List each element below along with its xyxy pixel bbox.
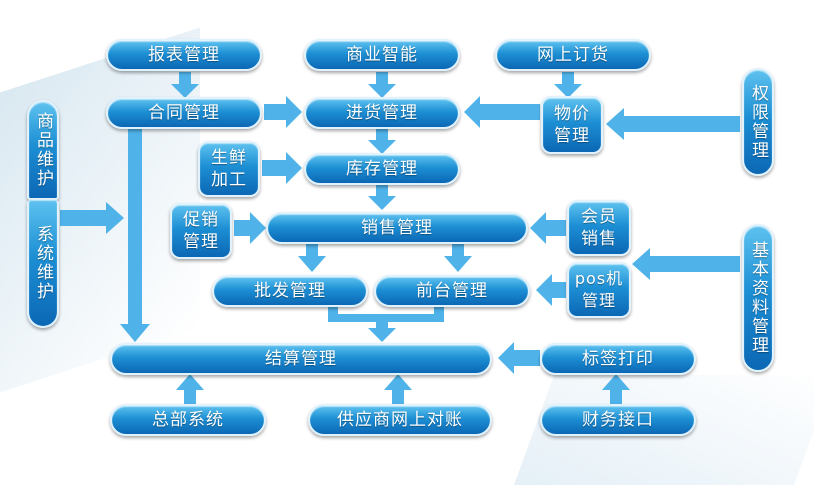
arrow-promo-to-sales xyxy=(234,212,266,244)
arrow-merge-left xyxy=(328,306,338,320)
arrow-pos-to-front xyxy=(536,274,566,306)
arrow-contract-to-settlement xyxy=(120,128,150,342)
arrow-sales-to-wholesale xyxy=(298,244,326,272)
arrow-purchase-to-inventory xyxy=(368,128,396,154)
node-purchase-mgmt: 进货管理 xyxy=(304,97,460,129)
node-report-mgmt: 报表管理 xyxy=(106,39,262,71)
arrow-price-to-purchase xyxy=(464,96,540,128)
node-front-desk-mgmt: 前台管理 xyxy=(374,275,530,307)
node-goods-maint: 商品维护 xyxy=(27,100,59,200)
node-finance-interface: 财务接口 xyxy=(540,404,696,436)
arrow-maint-to-contract xyxy=(60,202,124,234)
arrow-label-to-settlement xyxy=(498,342,540,374)
node-system-maint: 系统维护 xyxy=(27,200,59,328)
arrow-member-to-sales xyxy=(530,212,566,244)
node-price-mgmt: 物价 管理 xyxy=(541,96,603,154)
arrow-fresh-to-inventory xyxy=(262,152,302,184)
node-inventory-mgmt: 库存管理 xyxy=(304,153,460,185)
arrow-merge-to-settlement xyxy=(368,320,396,342)
arrow-supplier-to-settlement xyxy=(384,374,412,404)
arrow-basic-to-pos xyxy=(632,248,740,280)
node-label-print: 标签打印 xyxy=(540,343,696,375)
node-permission-mgmt: 权限管理 xyxy=(742,68,774,176)
node-wholesale-mgmt: 批发管理 xyxy=(212,275,368,307)
arrow-order-to-price xyxy=(554,72,582,98)
node-contract-mgmt: 合同管理 xyxy=(106,97,262,129)
node-member-sales: 会员 销售 xyxy=(567,200,631,256)
node-promotion-mgmt: 促销 管理 xyxy=(170,203,232,259)
arrow-sales-to-front xyxy=(444,244,472,272)
node-settlement-mgmt: 结算管理 xyxy=(110,343,492,375)
arrow-contract-to-purchase xyxy=(264,96,302,128)
node-hq-system: 总部系统 xyxy=(110,404,266,436)
arrow-permission-to-price xyxy=(606,108,740,140)
node-sales-mgmt: 销售管理 xyxy=(266,212,528,244)
node-online-order: 网上订货 xyxy=(495,39,651,71)
arrow-report-to-contract xyxy=(171,72,199,98)
node-business-intel: 商业智能 xyxy=(304,39,460,71)
arrow-bi-to-purchase xyxy=(368,72,396,98)
arrow-inventory-to-sales xyxy=(368,185,396,210)
node-pos-mgmt: pos机 管理 xyxy=(567,262,631,318)
node-basic-data-mgmt: 基本资料管理 xyxy=(742,224,774,372)
arrow-merge-bar xyxy=(328,314,444,322)
arrow-merge-right xyxy=(434,306,444,320)
node-supplier-online-recon: 供应商网上对账 xyxy=(308,404,492,436)
node-fresh-processing: 生鲜 加工 xyxy=(198,141,260,197)
arrow-hq-to-settlement xyxy=(176,374,204,404)
arrow-finance-to-label xyxy=(602,374,630,404)
